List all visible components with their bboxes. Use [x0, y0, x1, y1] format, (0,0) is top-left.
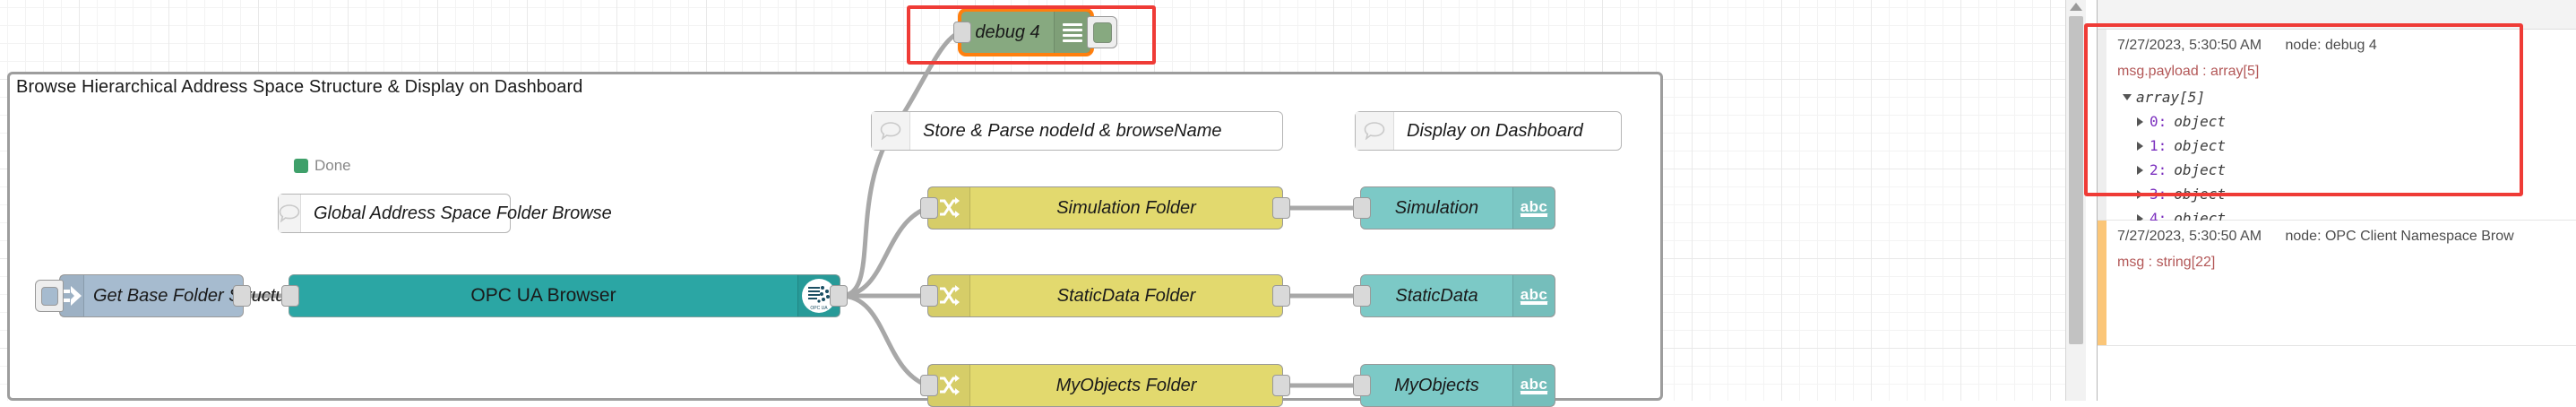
input-port[interactable]: [1353, 285, 1371, 307]
status-dot-icon: [294, 159, 308, 173]
node-uitext-label: MyObjects: [1394, 375, 1479, 395]
debug-message-topic: msg.payload : array[5]: [2117, 64, 2260, 79]
comment-global-address-space-folder-browse[interactable]: Global Address Space Folder Browse: [278, 194, 612, 233]
output-port[interactable]: [1272, 197, 1290, 219]
caret-right-icon[interactable]: [2137, 117, 2143, 126]
output-port[interactable]: [233, 285, 251, 307]
node-uitext-simulation[interactable]: Simulation abc: [1353, 186, 1555, 229]
hamburger-lines: [1063, 22, 1082, 42]
node-debug-label: debug 4: [975, 22, 1040, 42]
debug-message-timestamp: 7/27/2023, 5:30:50 AM: [2117, 38, 2262, 53]
tree-item-index: 2:: [2150, 161, 2167, 178]
comment-store-parse-nodeid-browsename[interactable]: Store & Parse nodeId & browseName: [871, 111, 1283, 151]
tree-item-row[interactable]: 1: object: [2137, 137, 2576, 154]
node-switch-label: StaticData Folder: [1056, 285, 1196, 306]
node-uitext-label: Simulation: [1394, 197, 1479, 218]
output-port[interactable]: [1272, 375, 1290, 396]
node-switch-label: Simulation Folder: [1056, 197, 1196, 218]
tree-item-value: object: [2174, 186, 2227, 203]
debug-enable-toggle-button[interactable]: [1087, 16, 1117, 48]
input-port[interactable]: [920, 285, 938, 307]
debug-message-entry[interactable]: 7/27/2023, 5:30:50 AM node: debug 4 msg.…: [2098, 30, 2576, 227]
abc-icon: abc: [1512, 187, 1555, 229]
comment-bubble-icon: [872, 112, 910, 150]
input-port[interactable]: [1353, 197, 1371, 219]
tree-item-index: 1:: [2150, 137, 2167, 154]
input-port[interactable]: [1353, 375, 1371, 396]
tree-item-row[interactable]: 3: object: [2137, 186, 2576, 203]
debug-message-entry[interactable]: 7/27/2023, 5:30:50 AM node: OPC Client N…: [2098, 221, 2576, 346]
debug-message-stripe: [2098, 30, 2106, 220]
comment-label: Display on Dashboard: [1407, 120, 1583, 141]
debug-message-topic: msg : string[22]: [2117, 255, 2216, 270]
node-switch-myobjects-folder[interactable]: MyObjects Folder: [920, 364, 1290, 407]
input-port[interactable]: [281, 285, 299, 307]
abc-icon: abc: [1512, 275, 1555, 316]
comment-bubble-icon: [279, 195, 301, 232]
node-inject-get-base-folder-structure[interactable]: Get Base Folder Structure ¹: [35, 274, 313, 317]
debug-message-meta: 7/27/2023, 5:30:50 AM node: OPC Client N…: [2117, 229, 2576, 245]
node-opcua-status-text: Done: [314, 157, 351, 174]
debug-sidebar-panel[interactable]: 7/27/2023, 5:30:50 AM node: debug 4 msg.…: [2084, 0, 2576, 401]
node-inject-label: Get Base Folder Structure ¹: [93, 285, 313, 306]
caret-right-icon[interactable]: [2137, 165, 2143, 175]
node-switch-label: MyObjects Folder: [1055, 375, 1197, 395]
switch-icon: [928, 187, 970, 229]
caret-right-icon[interactable]: [2137, 141, 2143, 151]
hamburger-icon: [1054, 12, 1090, 53]
flow-group-label: Browse Hierarchical Address Space Struct…: [16, 77, 583, 97]
caret-down-icon[interactable]: [2123, 94, 2132, 100]
node-opcua-label: OPC UA Browser: [470, 285, 616, 306]
node-opcua-status: Done: [294, 157, 351, 175]
input-port[interactable]: [920, 375, 938, 396]
tree-item-row[interactable]: 0: object: [2137, 113, 2576, 130]
node-debug-4[interactable]: debug 4: [953, 11, 1117, 54]
tree-root-label: array[5]: [2136, 89, 2206, 106]
inject-trigger-button[interactable]: [35, 280, 64, 312]
debug-message-source-node[interactable]: node: debug 4: [2285, 38, 2377, 53]
tree-item-value: object: [2174, 161, 2227, 178]
debug-toggle-square-icon: [1092, 22, 1112, 43]
caret-right-icon[interactable]: [2137, 189, 2143, 199]
caret-right-icon[interactable]: [2137, 213, 2143, 223]
tree-item-value: object: [2174, 113, 2227, 130]
debug-message-meta: 7/27/2023, 5:30:50 AM node: debug 4: [2117, 38, 2576, 54]
flow-canvas[interactable]: Browse Hierarchical Address Space Struct…: [0, 0, 2065, 407]
debug-message-timestamp: 7/27/2023, 5:30:50 AM: [2117, 229, 2262, 244]
comment-label: Store & Parse nodeId & browseName: [923, 120, 1222, 141]
output-port[interactable]: [1272, 285, 1290, 307]
tree-item-value: object: [2174, 137, 2227, 154]
node-uitext-staticdata[interactable]: StaticData abc: [1353, 274, 1555, 317]
svg-text:OPC UA: OPC UA: [810, 306, 828, 311]
node-uitext-myobjects[interactable]: MyObjects abc: [1353, 364, 1555, 407]
scrollbar-thumb[interactable]: [2069, 16, 2083, 344]
node-opc-ua-browser[interactable]: OPC UA Browser OPC UA: [281, 274, 848, 317]
comment-label: Global Address Space Folder Browse: [314, 203, 612, 223]
abc-icon: abc: [1512, 365, 1555, 406]
opc-ua-logo-icon: OPC UA: [797, 275, 840, 316]
inject-arrow-icon: [60, 275, 84, 316]
node-uitext-label: StaticData: [1395, 285, 1478, 306]
abc-glyph: abc: [1520, 198, 1548, 218]
input-port[interactable]: [953, 22, 971, 43]
debug-sidebar-header: [2098, 0, 2576, 30]
node-switch-simulation-folder[interactable]: Simulation Folder: [920, 186, 1290, 229]
debug-message-source-node[interactable]: node: OPC Client Namespace Brow: [2285, 229, 2514, 244]
abc-glyph: abc: [1520, 376, 1548, 395]
tree-item-index: 0:: [2150, 113, 2167, 130]
tree-root-row[interactable]: array[5]: [2123, 89, 2576, 106]
node-switch-staticdata-folder[interactable]: StaticData Folder: [920, 274, 1290, 317]
input-port[interactable]: [920, 197, 938, 219]
debug-message-stripe: [2098, 221, 2106, 345]
output-port[interactable]: [830, 285, 848, 307]
comment-bubble-icon: [1356, 112, 1394, 150]
debug-message-tree[interactable]: array[5] 0: object 1: object 2: object: [2117, 89, 2576, 227]
abc-glyph: abc: [1520, 286, 1548, 306]
scroll-up-arrow-icon[interactable]: [2070, 3, 2082, 11]
tree-item-index: 3:: [2150, 186, 2167, 203]
tree-item-row[interactable]: 2: object: [2137, 161, 2576, 178]
canvas-vertical-scrollbar[interactable]: [2065, 0, 2086, 401]
inject-button-square-icon: [40, 286, 58, 306]
comment-display-on-dashboard[interactable]: Display on Dashboard: [1355, 111, 1622, 151]
